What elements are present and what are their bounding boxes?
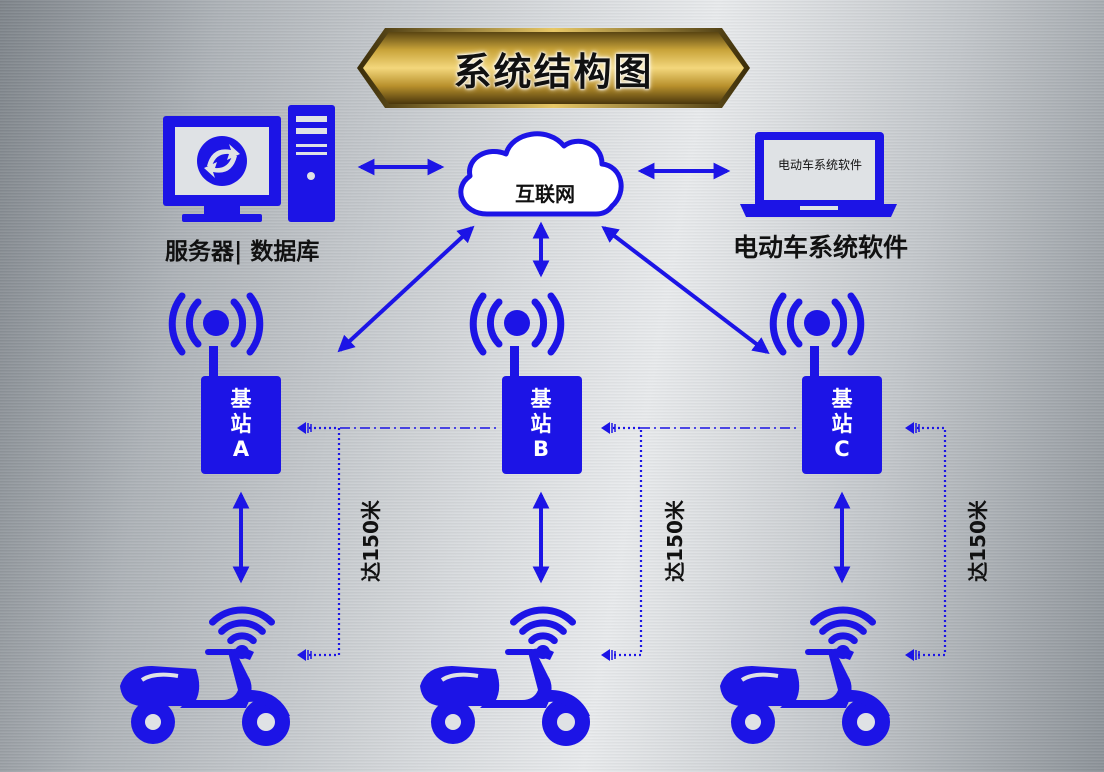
antenna-icon [469, 292, 565, 382]
distance-label-b: 达150米 [663, 500, 687, 582]
server-label: 服务器| 数据库 [165, 238, 320, 265]
cloud-label: 互联网 [515, 182, 575, 206]
network-arrows [337, 158, 770, 355]
title-banner [357, 28, 750, 108]
antenna-icon [168, 292, 264, 382]
base-station-box [502, 376, 582, 474]
station-a-label: 基 站 A [230, 387, 252, 461]
range-line-a [297, 422, 341, 661]
range-dotted-lines [297, 422, 947, 661]
station-b-label: 基 站 B [530, 387, 552, 461]
server-computer-icon [163, 105, 335, 222]
laptop-label: 电动车系统软件 [733, 233, 909, 262]
distance-label-c: 达150米 [966, 500, 990, 582]
scooter-b [420, 606, 590, 746]
station-c-label: 基 站 C [831, 387, 853, 461]
scooter-icon [420, 648, 590, 746]
range-line-c [905, 422, 947, 661]
range-line-b [601, 422, 643, 661]
base-station-box [201, 376, 281, 474]
scooter-icon [120, 648, 290, 746]
base-station-a [168, 292, 281, 474]
scooters [120, 606, 890, 746]
cloud-icon [458, 131, 624, 217]
scooter-c [720, 606, 890, 746]
page-title: 系统结构图 [453, 49, 654, 94]
scooter-icon [720, 648, 890, 746]
base-station-box [802, 376, 882, 474]
base-stations [168, 292, 882, 474]
station-scooter-arrows [232, 491, 851, 584]
distance-label-a: 达150米 [359, 500, 383, 582]
laptop-icon [740, 132, 897, 217]
antenna-icon [769, 292, 865, 382]
scooter-a [120, 606, 290, 746]
base-station-c [769, 292, 882, 474]
base-station-b [469, 292, 582, 474]
laptop-screen-label: 电动车系统软件 [777, 158, 862, 172]
